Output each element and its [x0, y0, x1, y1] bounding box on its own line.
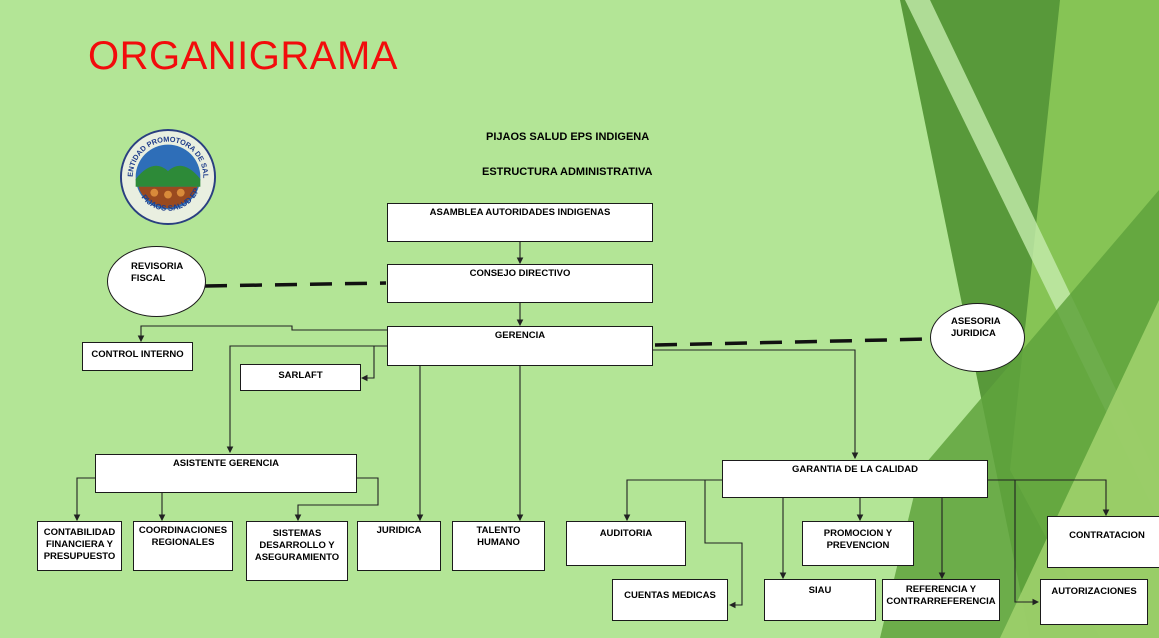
juridica-box: JURIDICA [357, 521, 441, 571]
gerencia-to-asistente-line [226, 345, 388, 454]
garantia-to-auditoria-line [623, 479, 722, 522]
consejo-label: CONSEJO DIRECTIVO [469, 268, 571, 279]
autorizaciones-label: AUTORIZACIONES [1051, 586, 1137, 597]
sistemas-label: SISTEMAS DESARROLLO Y ASEGURAMIENTO [254, 528, 340, 563]
sistemas-box: SISTEMAS DESARROLLO Y ASEGURAMIENTO [246, 521, 348, 581]
promocion-box: PROMOCION Y PREVENCION [802, 521, 914, 566]
siau-label: SIAU [808, 585, 832, 596]
referencia-box: REFERENCIA Y CONTRARREFERENCIA [882, 579, 1000, 621]
consejo-box: CONSEJO DIRECTIVO [387, 264, 653, 303]
asesoria-oval: ASESORIA JURIDICA [930, 303, 1025, 372]
gerencia-to-garantia-line [652, 349, 859, 460]
contabilidad-label: CONTABILIDAD FINANCIERA Y PRESUPUESTO [43, 527, 116, 562]
org-heading: PIJAOS SALUD EPS INDIGENA [486, 131, 650, 143]
cuentas-box: CUENTAS MEDICAS [612, 579, 728, 621]
promocion-label: PROMOCION Y PREVENCION [823, 528, 893, 551]
contratacion-label: CONTRATACION [1069, 530, 1145, 541]
coordinaciones-box: COORDINACIONES REGIONALES [133, 521, 233, 571]
talento-box: TALENTO HUMANO [452, 521, 545, 571]
pijaos-logo: ENTIDAD PROMOTORA DE SALUD INDIGENA PIJA… [119, 128, 217, 226]
revisoria-oval: REVISORIA FISCAL [107, 246, 206, 317]
sarlaft-label: SARLAFT [278, 370, 323, 381]
juridica-label: JURIDICA [376, 525, 422, 536]
asistente-to-sistemas-line [294, 477, 379, 522]
asesoria-label: ASESORIA JURIDICA [951, 316, 1001, 339]
garantia-to-cuentas-line [704, 480, 743, 609]
contratacion-box: CONTRATACION [1047, 516, 1159, 568]
auditoria-box: AUDITORIA [566, 521, 686, 566]
siau-box: SIAU [764, 579, 876, 621]
gerencia-to-sarlaft-line [360, 345, 388, 382]
asistente-to-contabilidad-line [73, 477, 95, 522]
garantia-label: GARANTIA DE LA CALIDAD [792, 464, 918, 475]
revisoria-dashed-line [204, 281, 387, 288]
asamblea-box: ASAMBLEA AUTORIDADES INDIGENAS [387, 203, 653, 242]
asamblea-label: ASAMBLEA AUTORIDADES INDIGENAS [429, 207, 611, 218]
org-subheading: ESTRUCTURA ADMINISTRATIVA [482, 166, 653, 178]
coordinaciones-label: COORDINACIONES REGIONALES [138, 525, 228, 548]
asistente-label: ASISTENTE GERENCIA [172, 458, 280, 469]
asistente-box: ASISTENTE GERENCIA [95, 454, 357, 493]
gerencia-box: GERENCIA [387, 326, 653, 366]
garantia-box: GARANTIA DE LA CALIDAD [722, 460, 988, 498]
referencia-label: REFERENCIA Y CONTRARREFERENCIA [886, 584, 996, 607]
cuentas-label: CUENTAS MEDICAS [624, 590, 716, 601]
garantia-to-contratacion-line [988, 479, 1110, 517]
slide-title: ORGANIGRAMA [88, 34, 398, 78]
control-interno-label: CONTROL INTERNO [91, 349, 184, 360]
asesoria-dashed-line [654, 337, 931, 347]
autorizaciones-box: AUTORIZACIONES [1040, 579, 1148, 625]
gerencia-label: GERENCIA [494, 330, 546, 341]
auditoria-label: AUDITORIA [599, 528, 653, 539]
garantia-to-autorizaciones-line [1014, 480, 1040, 606]
contabilidad-box: CONTABILIDAD FINANCIERA Y PRESUPUESTO [37, 521, 122, 571]
talento-label: TALENTO HUMANO [476, 525, 521, 548]
control-interno-box: CONTROL INTERNO [82, 342, 193, 371]
gerencia-to-control-line [137, 325, 388, 343]
revisoria-label: REVISORIA FISCAL [131, 261, 184, 284]
sarlaft-box: SARLAFT [240, 364, 361, 391]
